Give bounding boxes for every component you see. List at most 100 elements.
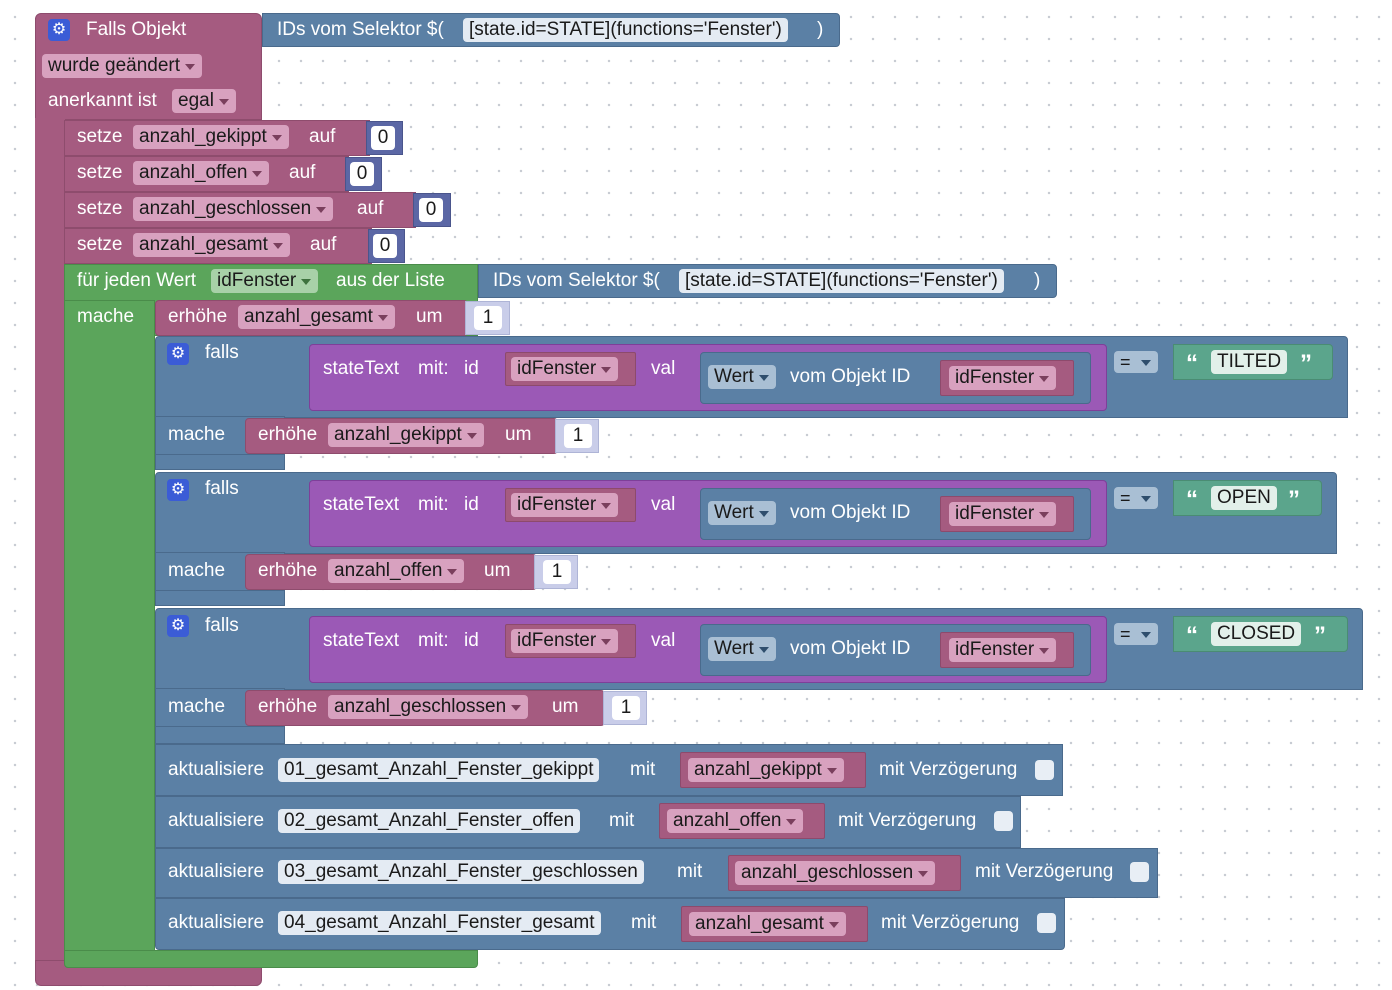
update-target-field[interactable]: 04_gesamt_Anzahl_Fenster_gesamt bbox=[278, 911, 601, 935]
ack-dropdown[interactable]: egal bbox=[172, 89, 236, 113]
val-label: val bbox=[651, 630, 676, 651]
by-label: um bbox=[505, 424, 532, 445]
delay-checkbox[interactable] bbox=[1130, 862, 1149, 882]
trigger-dropdown[interactable]: wurde geändert bbox=[42, 54, 203, 78]
if-label: falls bbox=[205, 478, 239, 499]
event-title: Falls Objekt bbox=[86, 19, 187, 40]
increase-label: erhöhe bbox=[258, 696, 318, 717]
number-field[interactable]: 1 bbox=[564, 424, 592, 448]
object-var-dropdown[interactable]: idFenster bbox=[949, 366, 1057, 390]
gear-icon[interactable]: ⚙ bbox=[48, 19, 70, 41]
statetext-label: stateText bbox=[323, 494, 400, 515]
object-var-dropdown[interactable]: idFenster bbox=[949, 502, 1057, 526]
object-var-dropdown[interactable]: idFenster bbox=[949, 638, 1057, 662]
event-block-side bbox=[35, 118, 65, 970]
gear-icon[interactable]: ⚙ bbox=[167, 615, 189, 637]
mit-label: mit bbox=[609, 810, 635, 831]
by-label: um bbox=[484, 560, 511, 581]
with-label: mit: bbox=[418, 358, 449, 379]
number-field[interactable]: 0 bbox=[373, 234, 397, 258]
increase-var-dropdown[interactable]: anzahl_offen bbox=[328, 559, 465, 583]
update-target-field[interactable]: 03_gesamt_Anzahl_Fenster_geschlossen bbox=[278, 860, 644, 884]
value-type-dropdown[interactable]: Wert bbox=[708, 365, 776, 389]
loop-var-dropdown[interactable]: idFenster bbox=[211, 269, 319, 293]
state-var-dropdown[interactable]: idFenster bbox=[511, 493, 619, 517]
for-each-bottom bbox=[64, 950, 478, 968]
event-selector-close: ) bbox=[817, 19, 824, 40]
update-target-field[interactable]: 02_gesamt_Anzahl_Fenster_offen bbox=[278, 809, 581, 833]
number-field[interactable]: 0 bbox=[419, 198, 443, 222]
to-label: auf bbox=[310, 234, 337, 255]
text-field[interactable]: CLOSED bbox=[1211, 622, 1302, 646]
set-var-dropdown[interactable]: anzahl_gekippt bbox=[133, 125, 289, 149]
list-label: aus der Liste bbox=[336, 270, 445, 291]
update-var-dropdown[interactable]: anzahl_gekippt bbox=[688, 758, 844, 782]
increase-var-dropdown[interactable]: anzahl_gekippt bbox=[328, 423, 484, 447]
event-selector-field[interactable]: [state.id=STATE](functions='Fenster') bbox=[463, 18, 788, 42]
quote-close-icon: ” bbox=[1288, 486, 1300, 513]
if-do-label: mache bbox=[168, 424, 226, 445]
value-type-dropdown[interactable]: Wert bbox=[708, 501, 776, 525]
update-var-dropdown[interactable]: anzahl_gesamt bbox=[689, 912, 846, 936]
update-var-dropdown[interactable]: anzahl_geschlossen bbox=[735, 861, 936, 885]
mit-label: mit bbox=[677, 861, 703, 882]
loop-selector-field[interactable]: [state.id=STATE](functions='Fenster') bbox=[679, 269, 1004, 293]
update-label: aktualisiere bbox=[168, 759, 265, 780]
operator-dropdown[interactable]: = bbox=[1114, 623, 1158, 645]
text-field[interactable]: OPEN bbox=[1211, 486, 1277, 510]
set-label: setze bbox=[77, 162, 123, 183]
set-var-dropdown[interactable]: anzahl_offen bbox=[133, 161, 270, 185]
statetext-label: stateText bbox=[323, 358, 400, 379]
set-var-dropdown[interactable]: anzahl_gesamt bbox=[133, 233, 290, 257]
if-do-label: mache bbox=[168, 696, 226, 717]
delay-checkbox[interactable] bbox=[1035, 760, 1054, 780]
increase-label: erhöhe bbox=[258, 424, 318, 445]
id-label: id bbox=[464, 630, 479, 651]
gear-icon[interactable]: ⚙ bbox=[167, 479, 189, 501]
number-field[interactable]: 1 bbox=[612, 696, 640, 720]
number-field[interactable]: 1 bbox=[543, 560, 571, 584]
to-label: auf bbox=[357, 198, 384, 219]
set-label: setze bbox=[77, 234, 123, 255]
for-each-side bbox=[64, 300, 155, 960]
increase-var-dropdown[interactable]: anzahl_gesamt bbox=[238, 305, 395, 329]
if-label: falls bbox=[205, 615, 239, 636]
set-var-dropdown[interactable]: anzahl_geschlossen bbox=[133, 197, 334, 221]
id-label: id bbox=[464, 494, 479, 515]
operator-dropdown[interactable]: = bbox=[1114, 487, 1158, 509]
gear-icon[interactable]: ⚙ bbox=[167, 343, 189, 365]
statetext-label: stateText bbox=[323, 630, 400, 651]
number-field[interactable]: 1 bbox=[474, 306, 502, 330]
loop-do-label: mache bbox=[77, 306, 135, 327]
value-type-dropdown[interactable]: Wert bbox=[708, 637, 776, 661]
if-do-label: mache bbox=[168, 560, 226, 581]
with-label: mit: bbox=[418, 630, 449, 651]
text-field[interactable]: TILTED bbox=[1211, 350, 1288, 374]
delay-checkbox[interactable] bbox=[1037, 913, 1056, 933]
delay-label: mit Verzögerung bbox=[879, 759, 1018, 780]
number-field[interactable]: 0 bbox=[371, 126, 395, 150]
by-label: um bbox=[416, 306, 443, 327]
id-label: id bbox=[464, 358, 479, 379]
if-label: falls bbox=[205, 342, 239, 363]
number-field[interactable]: 0 bbox=[350, 162, 374, 186]
if-block-bottom bbox=[155, 590, 285, 606]
delay-label: mit Verzögerung bbox=[881, 912, 1020, 933]
of-object-label: vom Objekt ID bbox=[790, 638, 911, 659]
quote-close-icon: ” bbox=[1300, 350, 1312, 377]
of-object-label: vom Objekt ID bbox=[790, 502, 911, 523]
state-var-dropdown[interactable]: idFenster bbox=[511, 629, 619, 653]
update-target-field[interactable]: 01_gesamt_Anzahl_Fenster_gekippt bbox=[278, 758, 600, 782]
state-var-dropdown[interactable]: idFenster bbox=[511, 357, 619, 381]
event-selector-label: IDs vom Selektor $( bbox=[277, 19, 444, 40]
delay-checkbox[interactable] bbox=[994, 811, 1013, 831]
operator-dropdown[interactable]: = bbox=[1114, 351, 1158, 373]
of-object-label: vom Objekt ID bbox=[790, 366, 911, 387]
by-label: um bbox=[552, 696, 579, 717]
quote-open-icon: “ bbox=[1186, 350, 1198, 377]
delay-label: mit Verzögerung bbox=[838, 810, 977, 831]
update-var-dropdown[interactable]: anzahl_offen bbox=[667, 809, 804, 833]
ack-label: anerkannt ist bbox=[48, 90, 157, 111]
increase-var-dropdown[interactable]: anzahl_geschlossen bbox=[328, 695, 529, 719]
if-block-bottom bbox=[155, 726, 285, 744]
